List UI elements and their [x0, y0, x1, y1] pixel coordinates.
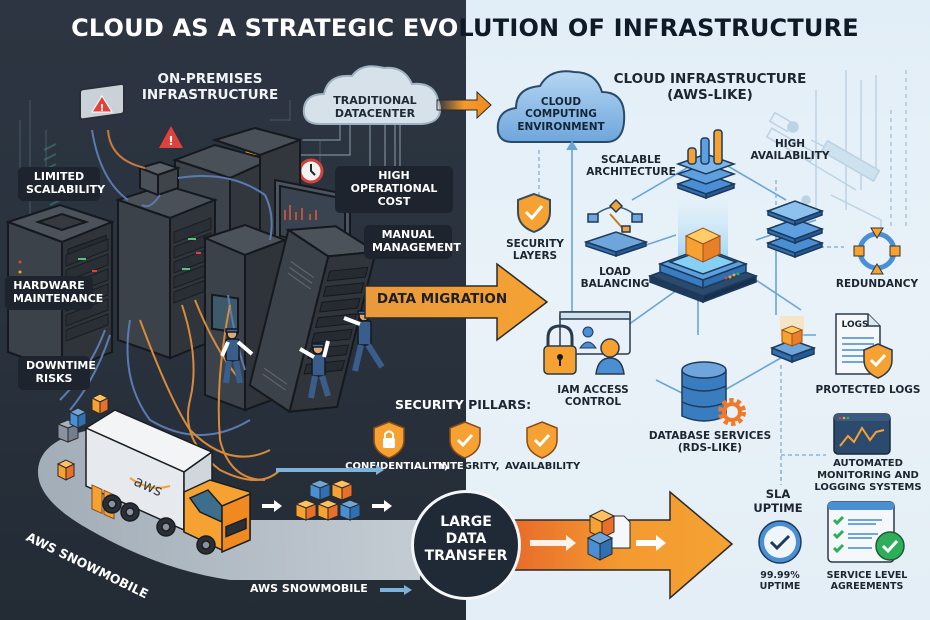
cloud-computing-environment-icon — [496, 70, 626, 143]
svg-text:!: ! — [168, 134, 173, 148]
protected-logs-doc-label: LOGS — [841, 320, 869, 330]
server-racks-illustration — [4, 126, 385, 481]
load-balancing-icon — [583, 198, 649, 258]
security-layers-shield-icon — [517, 192, 551, 234]
integrity-shield-check-icon — [449, 421, 481, 459]
snowmobile-bottom-label: AWS SNOWMOBILE — [250, 582, 368, 595]
monitoring-dashboard-icon — [833, 413, 891, 455]
issue-downtime-risks: DOWNTIME RISKS — [18, 356, 96, 390]
scalable-architecture-icon — [675, 129, 737, 200]
iam-access-control-label: IAM ACCESS CONTROL — [557, 384, 629, 409]
service-level-agreements-label: SERVICE LEVEL AGREEMENTS — [826, 570, 908, 593]
sla-uptime-heading: SLA UPTIME — [753, 487, 803, 515]
title-right-part: LUTION OF INFRASTRUCTURE — [458, 14, 859, 42]
security-layers-label: SECURITY LAYERS — [506, 238, 564, 263]
data-migration-label: DATA MIGRATION — [376, 291, 508, 307]
monitoring-label: AUTOMATED MONITORING AND LOGGING SYSTEMS — [814, 458, 922, 493]
page-title: CLOUD AS A STRATEGIC EVOLUTION OF INFRAS… — [0, 14, 930, 50]
availability-shield-check-icon — [526, 421, 558, 459]
circuit-decoration-right — [765, 70, 907, 230]
on-premises-heading: ON-PREMISES INFRASTRUCTURE — [141, 71, 279, 103]
large-data-transfer-arrow — [509, 490, 734, 600]
load-balancing-label: LOAD BALANCING — [580, 266, 650, 291]
cloud-infrastructure-heading: CLOUD INFRASTRUCTURE (AWS-LIKE) — [613, 71, 807, 103]
uptime-clock-icon — [758, 520, 802, 564]
scalable-architecture-label: SCALABLE ARCHITECTURE — [586, 154, 676, 179]
large-data-transfer-label: LARGE DATA TRANSFER — [424, 514, 508, 564]
transition-arrow-small — [436, 90, 492, 120]
database-services-icon — [681, 361, 746, 426]
data-migration-arrow — [364, 262, 549, 342]
security-pillars-heading: SECURITY PILLARS: — [395, 397, 532, 412]
pillar-confidentiality: CONFIDENTIALITY, — [345, 461, 448, 472]
warning-window-icon: ! — [79, 82, 125, 121]
svg-text:!: ! — [100, 103, 105, 114]
cloud-computing-environment-label: CLOUD COMPUTING ENVIRONMENT — [517, 96, 605, 133]
large-data-transfer-badge — [411, 490, 521, 600]
issue-manual-management: MANUAL MANAGEMENT — [364, 225, 461, 259]
compute-node-icon — [769, 316, 817, 364]
uptime-value: 99.99% UPTIME — [759, 570, 801, 593]
high-availability-label: HIGH AVAILABILITY — [750, 138, 830, 163]
pillar-availability: AVAILABILITY — [505, 461, 581, 472]
service-level-agreements-icon — [827, 501, 905, 563]
central-cloud-server-icon — [647, 196, 759, 304]
iam-access-control-icon — [543, 311, 631, 375]
clock-icon — [298, 158, 324, 184]
warning-icon: ! — [159, 126, 183, 148]
high-availability-server-stack-icon — [765, 200, 825, 259]
redundancy-label: REDUNDANCY — [835, 278, 919, 290]
redundancy-icon — [853, 227, 901, 275]
database-services-label: DATABASE SERVICES (RDS-LIKE) — [648, 430, 772, 455]
issue-high-operational-cost: HIGH OPERATIONAL COST — [335, 166, 453, 213]
snowmobile-road-illustration — [37, 393, 421, 595]
traditional-datacenter-label: TRADITIONAL DATACENTER — [333, 94, 417, 120]
title-left-part: CLOUD AS A STRATEGIC EVO — [71, 14, 459, 42]
issue-limited-scalability: LIMITED SCALABILITY — [18, 167, 105, 201]
confidentiality-shield-lock-icon — [373, 421, 405, 459]
protected-logs-label: PROTECTED LOGS — [815, 384, 921, 396]
pillar-integrity: INTEGRITY, — [438, 461, 500, 472]
issue-hardware-maintenance: HARDWARE MAINTENANCE — [5, 276, 103, 310]
protected-logs-icon — [835, 313, 893, 379]
